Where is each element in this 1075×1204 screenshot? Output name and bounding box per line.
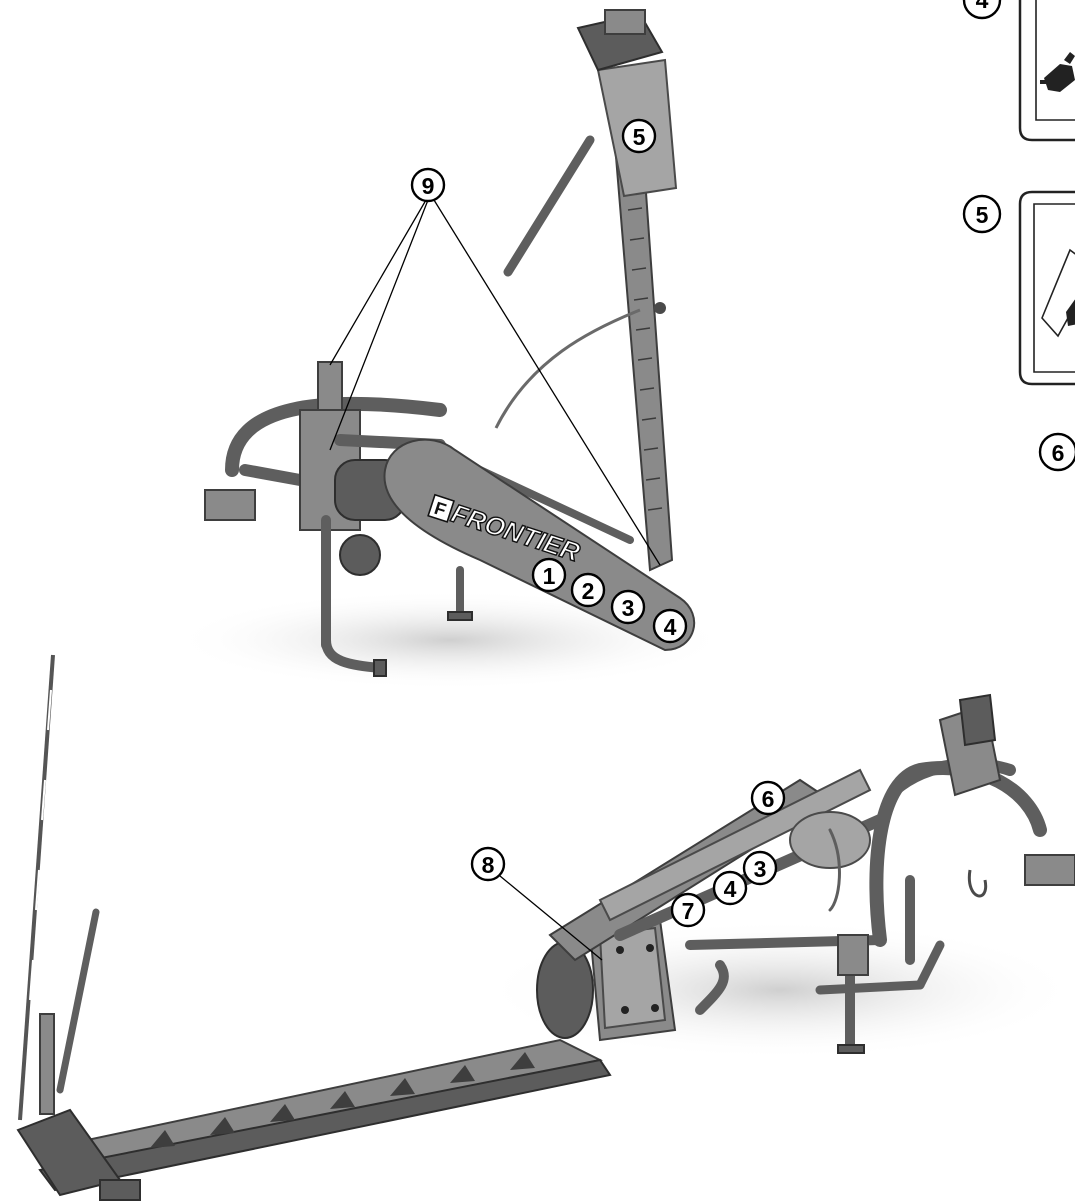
decal-item-5: 5 — [962, 190, 1075, 386]
cutting-hazard-icon — [1041, 248, 1075, 338]
decal-panel-column: 4 5 6 — [962, 0, 1075, 472]
bottom-hitch-frame — [815, 693, 1075, 1054]
callout-top-3: 3 — [610, 589, 646, 625]
decal-item-6: 6 — [1038, 432, 1075, 472]
cutter-bar — [16, 908, 612, 1201]
callout-bottom-4: 4 — [712, 870, 748, 906]
callout-bottom-7: 7 — [670, 892, 706, 928]
callout-label: 9 — [422, 173, 435, 199]
vertical-cutter-bar — [503, 9, 678, 572]
callout-bottom-3: 3 — [742, 850, 778, 886]
decal-number: 4 — [976, 0, 989, 13]
callout-top-4: 4 — [652, 608, 688, 644]
callout-9-leaders — [329, 199, 661, 566]
brace — [476, 466, 634, 544]
callout-label: 4 — [664, 614, 677, 640]
callout-bottom-6: 6 — [750, 780, 786, 816]
top-hitch-frame — [204, 361, 473, 677]
callout-label: 8 — [482, 852, 495, 878]
top-mower-illustration: F FRONTIER 9 5 1 2 3 — [170, 9, 730, 690]
decal-number: 6 — [1052, 440, 1065, 466]
callout-label: 2 — [582, 578, 595, 604]
callout-label: 1 — [543, 563, 556, 589]
bottom-mower-illustration: 6 3 4 7 8 — [16, 654, 1075, 1201]
callout-bottom-8: 8 — [470, 846, 506, 882]
callout-top-1: 1 — [531, 557, 567, 593]
callout-8-leader — [499, 875, 603, 961]
decal-number: 5 — [976, 202, 989, 228]
callout-label: 7 — [682, 898, 695, 924]
callout-top-5: 5 — [621, 118, 657, 154]
callout-label: 6 — [762, 786, 775, 812]
decal-item-4: 4 — [962, 0, 1075, 142]
safety-flag-rod — [18, 654, 55, 1121]
callout-label: 4 — [724, 876, 737, 902]
callout-label: 5 — [633, 124, 646, 150]
callout-top-9: 9 — [410, 167, 446, 203]
top-mower-ground-shadow — [170, 590, 730, 690]
callout-label: 3 — [754, 856, 767, 882]
lift-cable — [494, 308, 641, 429]
entanglement-hazard-icon — [1040, 52, 1075, 92]
callout-label: 3 — [622, 595, 635, 621]
bottom-drive-box — [536, 918, 729, 1042]
callout-top-2: 2 — [570, 572, 606, 608]
